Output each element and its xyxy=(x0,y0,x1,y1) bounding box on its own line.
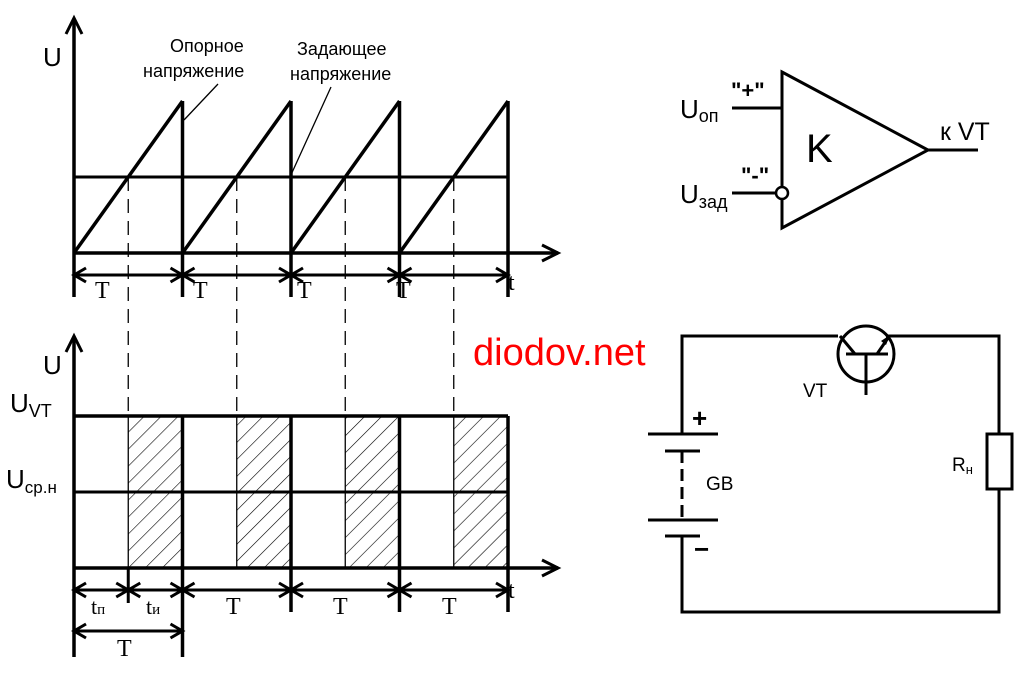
watermark-text: diodov.net xyxy=(473,332,646,374)
comparator-ref-input-label: Uоп xyxy=(680,94,719,126)
uavg-level-label-main: U xyxy=(6,464,25,494)
dimension-arrowhead-icon xyxy=(179,266,196,284)
load-resistor-icon xyxy=(985,432,1014,491)
top-period-label: T xyxy=(95,278,110,304)
comparator-output-label: к VT xyxy=(940,118,990,146)
transistor-icon xyxy=(836,324,896,395)
bottom-period-label: T xyxy=(442,594,457,620)
load-resistor-label: Rн xyxy=(952,455,973,477)
pause-time-label-main: t xyxy=(91,594,97,619)
first-period-label: T xyxy=(117,636,132,662)
circuit-wire-right-top xyxy=(886,334,1001,434)
comparator: K "+" Uоп "-" Uзад к VT xyxy=(680,69,990,231)
setpoint-annotation-leader xyxy=(289,86,332,178)
comparator-minus-label: "-" xyxy=(741,163,769,188)
top-y-axis-arrow-icon xyxy=(64,14,84,35)
reference-annotation-leader xyxy=(183,83,219,121)
reference-sawtooth xyxy=(72,99,510,297)
transistor-label: VT xyxy=(803,381,828,402)
top-y-axis-label: U xyxy=(43,42,62,72)
comparator-ref-input-main: U xyxy=(680,94,699,124)
bottom-plot: U UVT Uср.н t tп tи T T T T xyxy=(6,332,562,662)
top-plot: U t Опорное напряжение Задающее напряжен… xyxy=(43,14,562,297)
bottom-y-axis-arrow-icon xyxy=(64,332,84,353)
pulse-time-label-sub: и xyxy=(152,602,160,618)
uvt-level-label: UVT xyxy=(10,388,52,421)
dimension-arrowhead-icon xyxy=(495,266,511,284)
battery-icon xyxy=(648,432,718,538)
top-x-axis-arrow-icon xyxy=(541,243,562,263)
battery-label: GB xyxy=(706,474,733,495)
pause-time-label-sub: п xyxy=(97,602,105,618)
comparator-symbol: K xyxy=(806,127,833,171)
setpoint-annotation-line2: напряжение xyxy=(290,64,391,84)
projection-lines xyxy=(127,177,455,416)
reference-annotation-line2: напряжение xyxy=(143,61,244,81)
dimension-arrowhead-icon xyxy=(288,581,304,599)
pulse-time-label-main: t xyxy=(146,594,152,619)
dimension-arrowhead-icon xyxy=(396,266,413,284)
battery-minus-label: − xyxy=(694,534,709,564)
dimension-arrowhead-icon xyxy=(288,266,304,284)
comparator-ref-input-sub: оп xyxy=(699,106,719,126)
comparator-triangle xyxy=(780,69,932,231)
bottom-period-label: T xyxy=(226,594,241,620)
circuit-wire-bottom xyxy=(680,489,1001,614)
dimension-arrowhead-icon xyxy=(71,581,87,599)
circuit-wire-left-top xyxy=(680,334,838,434)
comparator-set-input-main: U xyxy=(680,179,699,209)
setpoint-annotation-line1: Задающее xyxy=(297,39,387,59)
comparator-set-input-label: Uзад xyxy=(680,179,728,212)
inversion-bubble-icon xyxy=(774,185,790,201)
uavg-level-label: Uср.н xyxy=(6,464,57,497)
bottom-period-dimensions xyxy=(71,568,511,657)
reference-annotation-line1: Опорное xyxy=(170,36,244,56)
load-resistor-label-main: R xyxy=(952,455,966,476)
pulse-regions xyxy=(127,416,510,612)
comparator-plus-label: "+" xyxy=(731,78,765,103)
load-resistor-label-sub: н xyxy=(966,462,973,477)
top-period-label: T xyxy=(396,278,411,304)
uavg-level-label-sub: ср.н xyxy=(25,478,57,497)
bottom-x-axis-label: t xyxy=(508,578,515,604)
uvt-level-label-main: U xyxy=(10,388,29,418)
bottom-y-axis-label: U xyxy=(43,350,62,380)
dimension-arrowhead-icon xyxy=(396,581,413,599)
top-period-label: T xyxy=(193,278,208,304)
circuit: VT + − GB Rн xyxy=(648,324,1014,614)
dimension-arrowhead-icon xyxy=(71,622,87,640)
pause-time-label: tп xyxy=(91,594,105,619)
bottom-period-label: T xyxy=(333,594,348,620)
comparator-set-input-sub: зад xyxy=(699,192,728,212)
pulse-time-label: tи xyxy=(146,594,160,619)
bottom-x-axis-arrow-icon xyxy=(541,558,562,578)
battery-plus-label: + xyxy=(692,403,707,433)
dimension-arrowhead-icon xyxy=(179,581,196,599)
dimension-arrowhead-icon xyxy=(71,266,87,284)
dimension-arrowhead-icon xyxy=(495,581,511,599)
top-x-axis-label: t xyxy=(508,270,515,296)
top-period-label: T xyxy=(297,278,312,304)
uvt-level-label-sub: VT xyxy=(29,401,52,421)
